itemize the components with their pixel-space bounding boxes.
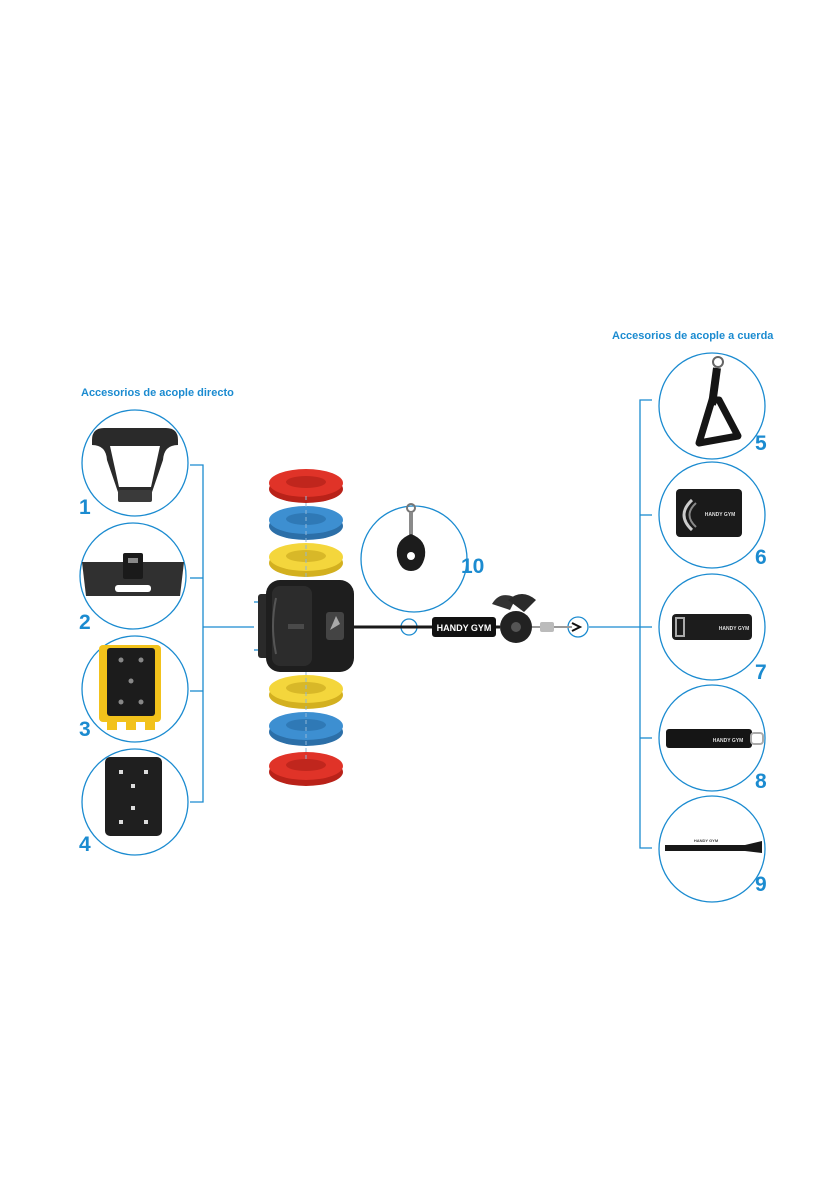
accessory-circle-7: HANDY GYM bbox=[659, 574, 765, 680]
pulley-clip-icon bbox=[492, 594, 580, 643]
accessory-circle-4 bbox=[82, 749, 188, 855]
item-number-3: 3 bbox=[79, 719, 91, 740]
accessory-circle-10 bbox=[361, 504, 467, 612]
heading-direct-accessories: Accesorios de acople directo bbox=[81, 387, 234, 399]
accessory-circle-2 bbox=[80, 523, 186, 629]
left-bracket bbox=[190, 465, 262, 802]
ankle-strap-icon: HANDY GYM bbox=[676, 489, 742, 537]
accessory-circle-9: HANDY GYM bbox=[659, 796, 765, 902]
right-bracket bbox=[589, 400, 652, 848]
item-number-8: 8 bbox=[755, 771, 767, 792]
svg-text:HANDY GYM: HANDY GYM bbox=[719, 626, 749, 632]
waist-belt-icon: HANDY GYM bbox=[672, 614, 752, 640]
svg-text:HANDY GYM: HANDY GYM bbox=[694, 838, 719, 843]
item-number-6: 6 bbox=[755, 547, 767, 568]
item-number-4: 4 bbox=[79, 834, 91, 855]
mount-plate-icon bbox=[105, 757, 162, 836]
accessory-circle-3 bbox=[82, 636, 188, 742]
accessory-circle-8: HANDY GYM bbox=[659, 685, 765, 791]
accessory-circle-1 bbox=[82, 410, 188, 516]
svg-text:HANDY GYM: HANDY GYM bbox=[437, 623, 492, 633]
door-anchor-icon: HANDY GYM bbox=[666, 729, 763, 748]
cord-handle: HANDY GYM bbox=[432, 617, 496, 637]
item-number-1: 1 bbox=[79, 497, 91, 518]
accessory-circle-6: HANDY GYM bbox=[659, 462, 765, 568]
device-logo-icon bbox=[326, 612, 344, 640]
item-number-5: 5 bbox=[755, 433, 767, 454]
svg-text:HANDY GYM: HANDY GYM bbox=[713, 738, 743, 744]
svg-text:HANDY GYM: HANDY GYM bbox=[705, 512, 735, 518]
accessory-circle-5 bbox=[659, 353, 765, 459]
item-number-2: 2 bbox=[79, 612, 91, 633]
item-number-10: 10 bbox=[461, 556, 484, 577]
main-device bbox=[258, 580, 354, 672]
item-number-7: 7 bbox=[755, 662, 767, 683]
heading-cord-accessories: Accesorios de acople a cuerda bbox=[612, 330, 773, 342]
item-number-9: 9 bbox=[755, 874, 767, 895]
yellow-clamp-icon bbox=[99, 645, 161, 730]
